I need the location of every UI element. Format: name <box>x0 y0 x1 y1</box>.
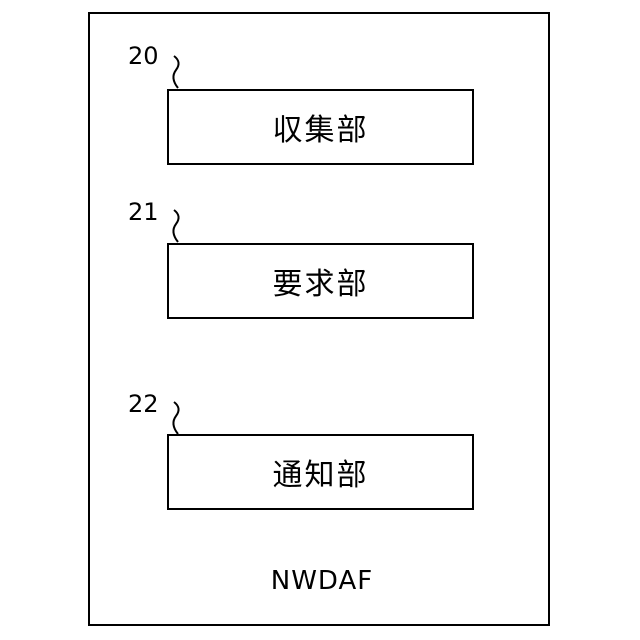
ref-number-21: 21 <box>128 200 159 224</box>
collection-unit-label: 収集部 <box>273 105 369 149</box>
device-label: NWDAF <box>262 566 382 596</box>
leader-line-21 <box>168 208 188 248</box>
request-unit-label: 要求部 <box>273 259 369 303</box>
request-unit-box: 要求部 <box>167 243 474 319</box>
ref-number-22: 22 <box>128 392 159 416</box>
notification-unit-box: 通知部 <box>167 434 474 510</box>
notification-unit-label: 通知部 <box>273 450 369 494</box>
ref-number-20: 20 <box>128 44 159 68</box>
leader-line-20 <box>168 54 188 94</box>
collection-unit-box: 収集部 <box>167 89 474 165</box>
